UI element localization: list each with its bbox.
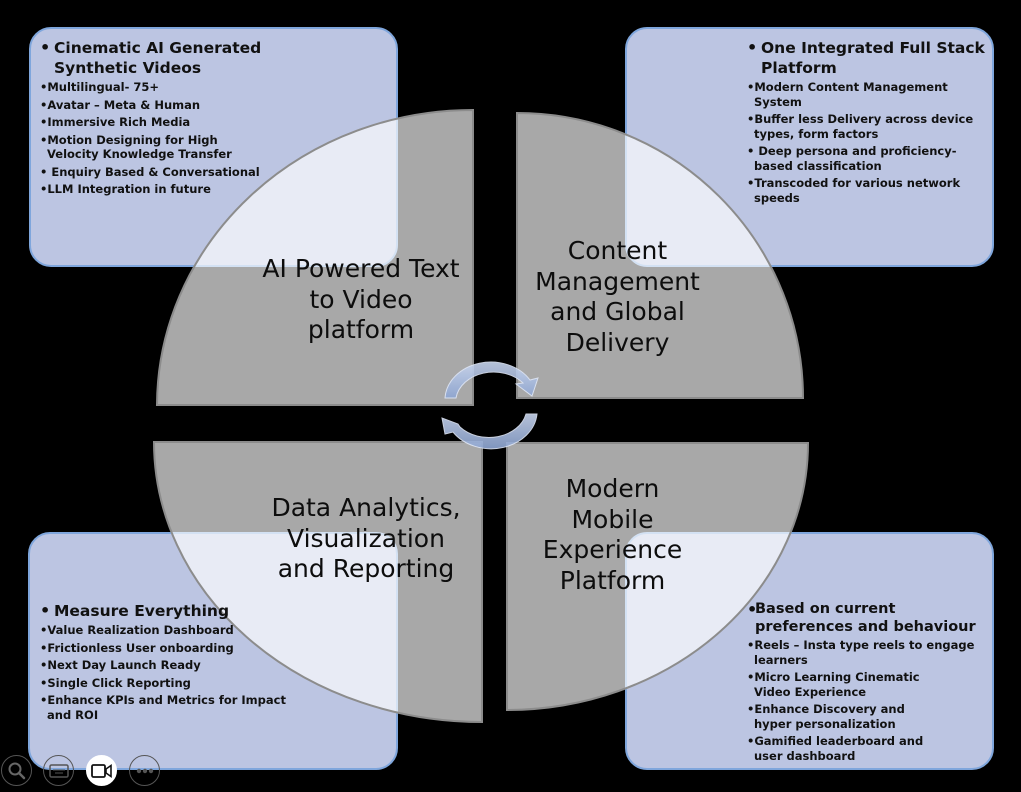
bullet: • — [747, 600, 758, 619]
list-item: Enquiry Based & Conversational — [40, 165, 340, 180]
info-text-bottom-right: •Based on current preferences and behavi… — [747, 600, 987, 766]
search-button[interactable] — [1, 755, 32, 786]
quadrant-bottom-right — [506, 442, 810, 712]
video-camera-icon — [90, 763, 112, 778]
quadrant-top-right — [516, 111, 805, 399]
list-item: Enhance KPIs and Metrics for Impact and … — [40, 693, 287, 722]
list-item: Multilingual- 75+ — [40, 80, 340, 95]
list-item: Gamified leaderboard and user dashboard — [747, 734, 934, 763]
info-heading: One Integrated Full Stack Platform — [761, 39, 985, 77]
quadrant-label-bottom-right: Modern Mobile Experience Platform — [542, 474, 683, 595]
list-item: Immersive Rich Media — [40, 115, 340, 130]
info-text-bottom-left: •Measure Everything Value Realization Da… — [40, 601, 290, 725]
cycle-arrows-icon — [441, 361, 539, 450]
list-item: Frictionless User onboarding — [40, 641, 290, 656]
bullet: • — [40, 601, 51, 620]
info-heading: Measure Everything — [54, 602, 230, 620]
info-list: Reels – Insta type reels to engage learn… — [747, 638, 987, 763]
bullet: • — [40, 38, 51, 57]
subtitles-button[interactable] — [43, 755, 74, 786]
list-item: Motion Designing for High Velocity Knowl… — [40, 133, 257, 162]
magnifier-icon — [8, 762, 25, 779]
info-list: Multilingual- 75+ Avatar – Meta & Human … — [40, 80, 340, 197]
info-heading: Cinematic AI Generated Synthetic Videos — [54, 39, 262, 77]
info-text-top-right: •One Integrated Full Stack Platform Mode… — [747, 38, 987, 208]
list-item: Buffer less Delivery across device types… — [747, 112, 987, 141]
list-item: Avatar – Meta & Human — [40, 98, 340, 113]
quadrant-label-bottom-left: Data Analytics, Visualization and Report… — [271, 493, 461, 583]
cycle-arrow-top — [444, 361, 539, 399]
info-list: Modern Content Management System Buffer … — [747, 80, 987, 205]
list-item: Modern Content Management System — [747, 80, 987, 109]
list-item: Micro Learning Cinematic Video Experienc… — [747, 670, 954, 699]
list-item: Deep persona and proficiency-based class… — [747, 144, 974, 173]
quadrant-label-top-left: AI Powered Text to Video platform — [262, 254, 460, 344]
list-item: Transcoded for various network speeds — [747, 176, 987, 205]
bullet: • — [747, 38, 758, 57]
list-item: LLM Integration in future — [40, 182, 340, 197]
list-item: Enhance Discovery and hyper personalizat… — [747, 702, 934, 731]
list-item: Next Day Launch Ready — [40, 658, 290, 673]
quadrant-label-top-right: Content Management and Global Delivery — [535, 236, 700, 357]
list-item: Single Click Reporting — [40, 676, 290, 691]
info-heading: Based on current preferences and behavio… — [755, 601, 976, 635]
info-text-top-left: •Cinematic AI Generated Synthetic Videos… — [40, 38, 340, 200]
list-item: Reels – Insta type reels to engage learn… — [747, 638, 987, 667]
list-item: Value Realization Dashboard — [40, 623, 290, 638]
info-list: Value Realization Dashboard Frictionless… — [40, 623, 290, 722]
cycle-arrow-bottom — [441, 413, 538, 450]
ellipsis-icon — [136, 768, 153, 773]
keyboard-icon — [48, 763, 69, 778]
more-options-button[interactable] — [129, 755, 160, 786]
camera-button[interactable] — [86, 755, 117, 786]
